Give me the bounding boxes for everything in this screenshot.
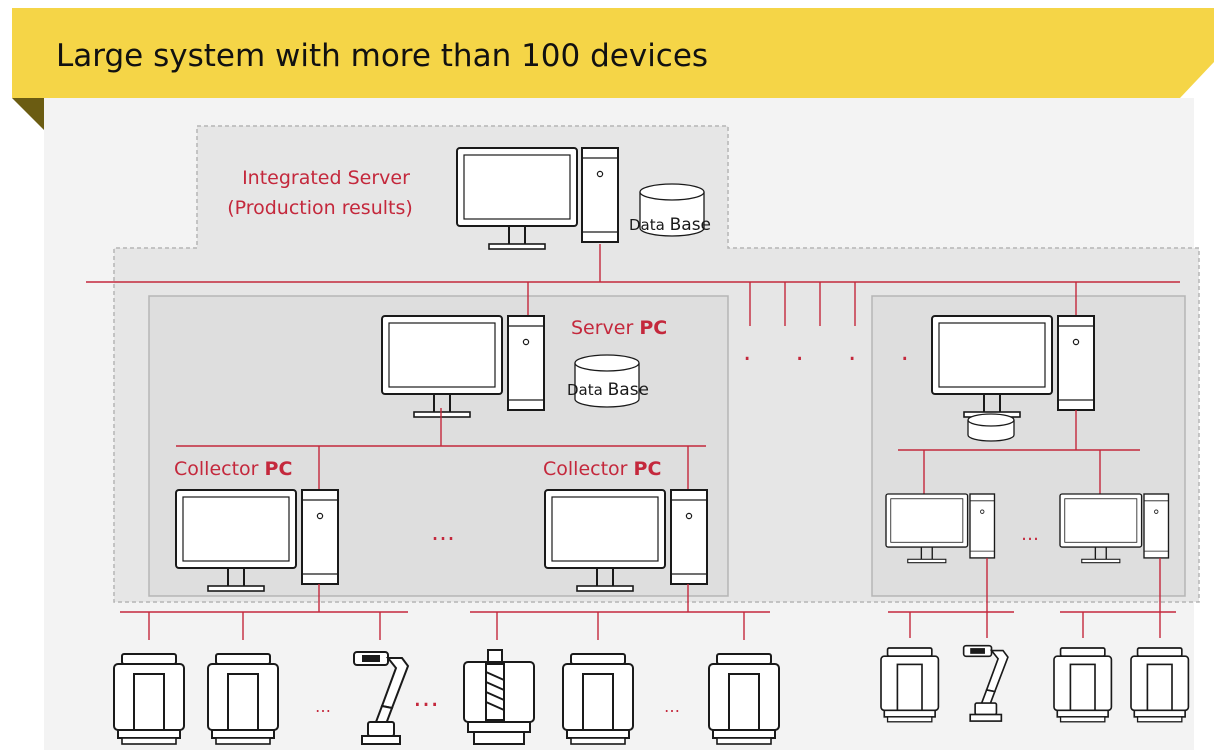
machine-tool-icon (562, 653, 634, 745)
server-pc-label: Server PC (571, 317, 667, 339)
collector-left-label: Collector PC (174, 458, 292, 480)
collector-right-label-word1: Collector (543, 458, 628, 480)
right-collector-a-tower-icon (969, 493, 996, 559)
title-banner (12, 8, 1214, 98)
machine-tool-icon (708, 653, 780, 745)
collector-left-label-word2: PC (265, 458, 293, 480)
right-server-tower-icon (1057, 315, 1095, 411)
server-pc-tower-icon (507, 315, 545, 411)
right-collector-b-tower-icon (1143, 493, 1170, 559)
server-db-label: Data Base (567, 380, 649, 400)
devices-ellipsis-c: … (664, 697, 680, 716)
devices-ellipsis-b: … (413, 683, 439, 713)
machine-tool-icon (1130, 647, 1190, 723)
collector-right-tower-icon (670, 489, 708, 585)
title-banner-fold (12, 98, 44, 130)
integrated-db-label: Data Base (629, 215, 711, 235)
collector-right-label-word2: PC (634, 458, 662, 480)
extra-drops (749, 282, 856, 326)
integrated-server-tower-icon (581, 147, 619, 243)
more-servers-ellipsis: . . . . (743, 337, 927, 367)
server-db-word1: Data (567, 381, 603, 399)
machine-tool-icon (113, 653, 185, 745)
machine-tool-icon (207, 653, 279, 745)
page-title: Large system with more than 100 devices (56, 38, 708, 74)
collector-left-label-word1: Collector (174, 458, 259, 480)
collectors-ellipsis: … (431, 518, 455, 546)
drill-machine-icon (463, 649, 535, 745)
integrated-server-label-line1: Integrated Server (242, 167, 410, 189)
right-server (931, 315, 1095, 442)
machine-tool-icon (880, 647, 940, 723)
integrated-db-word2: Base (670, 215, 711, 235)
integrated-server-label-line2: (Production results) (227, 197, 413, 219)
server-pc-label-word1: Server (571, 317, 633, 339)
collector-left-tower-icon (301, 489, 339, 585)
collector-right-label: Collector PC (543, 458, 661, 480)
server-pc-label-word2: PC (639, 317, 667, 339)
title-banner-corner (1180, 62, 1214, 98)
right-server-database-icon (967, 413, 1015, 442)
device-drops (148, 612, 1161, 640)
integrated-db-word1: Data (629, 216, 665, 234)
machine-tool-icon (1053, 647, 1113, 723)
server-db-word2: Base (608, 380, 649, 400)
right-pcs-ellipsis: … (1021, 524, 1039, 545)
devices-ellipsis-a: … (315, 697, 331, 716)
